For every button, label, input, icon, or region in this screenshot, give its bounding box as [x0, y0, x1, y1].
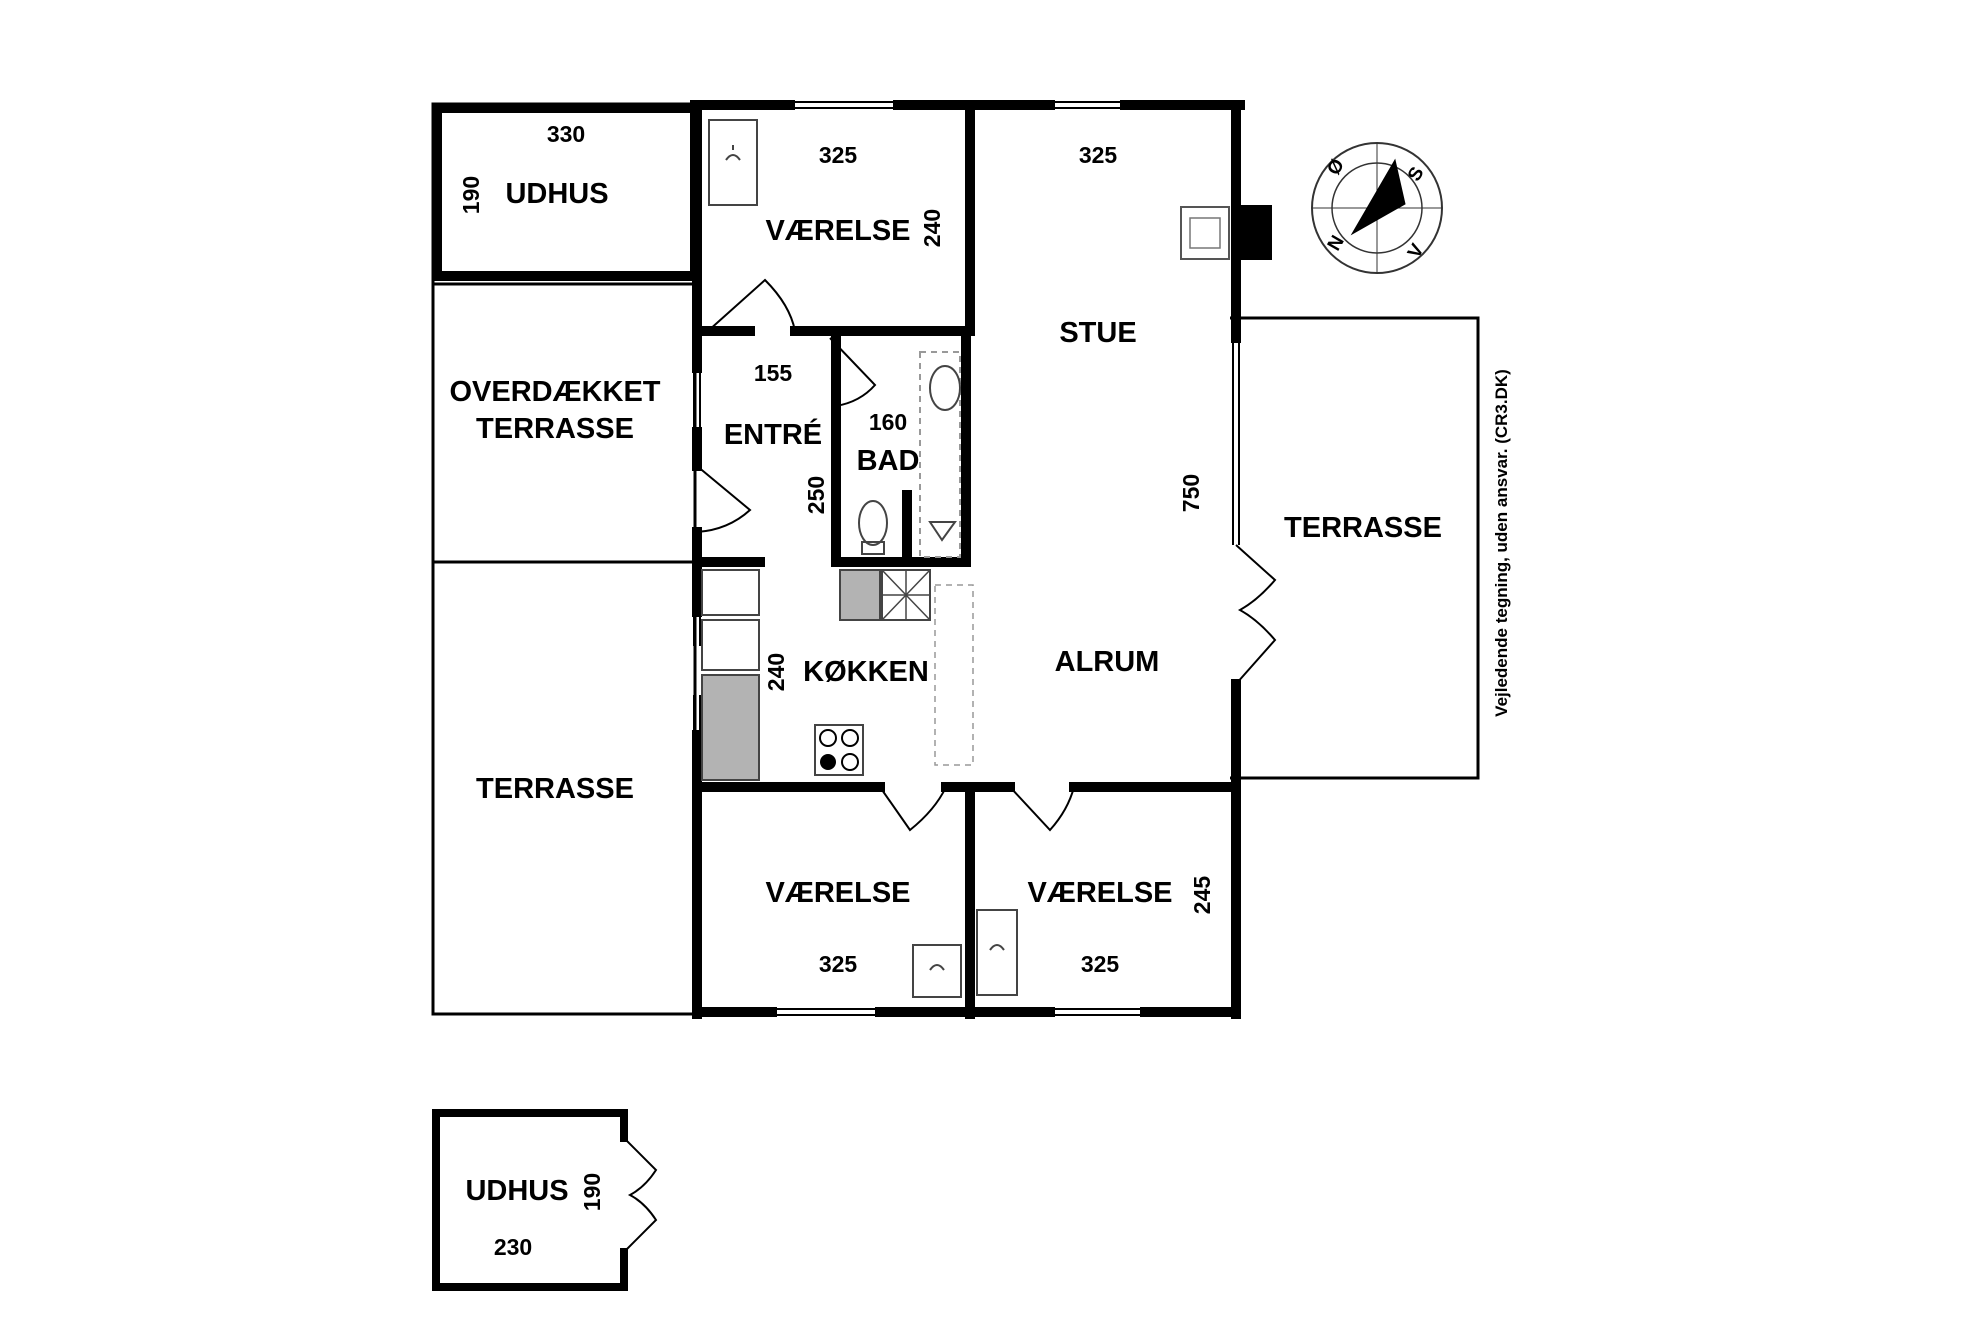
disclaimer-text: Vejledende tegning, uden ansvar. (CR3.DK…	[1492, 369, 1511, 717]
stove	[1180, 206, 1230, 260]
room-label-bad: BAD	[857, 445, 920, 477]
dim-udhus-top-depth: 190	[458, 176, 484, 214]
dim-udhus-top-width: 330	[547, 121, 585, 147]
room-label-vaerelse-bottom-left: VÆRELSE	[765, 877, 910, 909]
chimney	[1240, 205, 1272, 260]
room-label-vaerelse-top: VÆRELSE	[765, 215, 910, 247]
room-label-stue: STUE	[1059, 317, 1136, 349]
room-label-vaerelse-bottom-right: VÆRELSE	[1027, 877, 1172, 909]
dim-bad-width: 160	[869, 409, 907, 435]
dim-entre-width: 155	[754, 360, 793, 386]
room-label-udhus-bottom: UDHUS	[465, 1175, 568, 1207]
udhus-bottom-door	[623, 1137, 658, 1253]
dim-stue-depth: 750	[1178, 474, 1204, 512]
dim-bad-depth: 250	[803, 476, 829, 514]
room-label-overdaekket-line1: OVERDÆKKET	[449, 376, 660, 408]
room-label-alrum: ALRUM	[1055, 646, 1160, 678]
dim-koekken-depth: 240	[763, 653, 789, 691]
dim-vaerelse-bottom-right-width: 325	[1081, 951, 1120, 977]
room-label-udhus-top: UDHUS	[505, 178, 608, 210]
room-label-entre: ENTRÉ	[724, 417, 822, 451]
wardrobes	[708, 119, 1018, 998]
kitchen-fittings	[701, 569, 974, 781]
dim-udhus-bottom-depth: 190	[579, 1173, 605, 1211]
room-label-koekken: KØKKEN	[803, 656, 929, 688]
windows	[693, 101, 1240, 1016]
dim-vaerelse-bottom-right-depth: 245	[1189, 876, 1215, 915]
udhus-bottom-walls	[432, 1109, 628, 1291]
dim-stue-width: 325	[1079, 142, 1118, 168]
doors	[696, 278, 1277, 832]
bathroom-fittings	[858, 351, 961, 558]
dim-vaerelse-bottom-left-width: 325	[819, 951, 858, 977]
room-label-overdaekket-line2: TERRASSE	[476, 413, 634, 445]
dim-udhus-bottom-width: 230	[494, 1234, 532, 1260]
dim-vaerelse-top-depth: 240	[919, 209, 945, 247]
room-label-terrasse-right: TERRASSE	[1284, 512, 1442, 544]
dim-vaerelse-top-width: 325	[819, 142, 858, 168]
main-walls	[432, 100, 1245, 1019]
compass: N Ø S V	[1311, 142, 1443, 274]
room-label-terrasse-left: TERRASSE	[476, 773, 634, 805]
